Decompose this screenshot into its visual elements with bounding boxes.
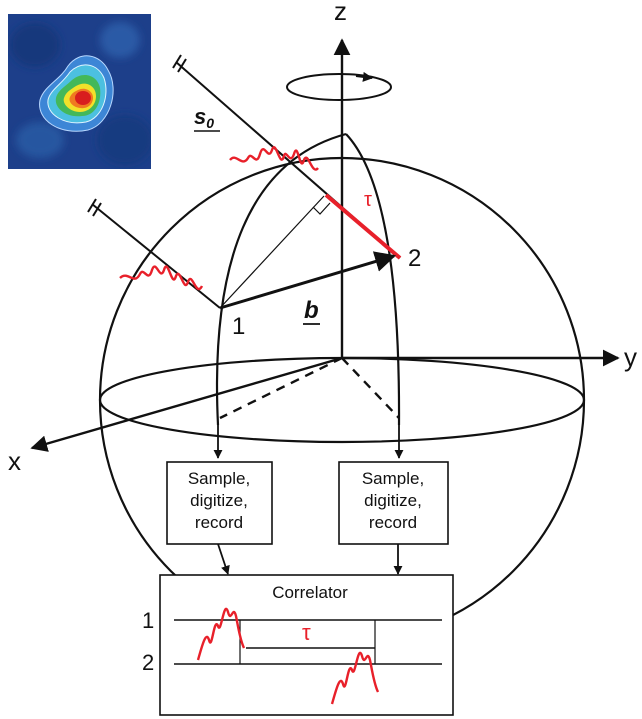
rotation-arrow-icon <box>286 71 392 101</box>
correlator-title: Correlator <box>272 583 348 602</box>
recorder-box-1-line-2: digitize, <box>190 491 248 510</box>
ray-to-antenna-1 <box>91 203 221 309</box>
recorder-box-2-line-1: Sample, <box>362 469 424 488</box>
signal-waveforms <box>119 146 319 290</box>
projection-lines <box>219 356 400 420</box>
source-vector-label: s0 <box>194 104 214 131</box>
antenna-1-label: 1 <box>232 313 245 340</box>
baseline-vector <box>219 251 397 310</box>
source-intensity-map-inset <box>8 14 151 169</box>
recorder-box-1: Sample, digitize, record <box>166 461 273 545</box>
equator-back <box>98 356 586 401</box>
perpendicular-line <box>219 195 325 309</box>
signal-path-arrows <box>213 425 404 575</box>
meridian-antenna-2 <box>345 133 401 426</box>
meridian-antenna-1 <box>215 132 347 426</box>
signal-waveform-upper <box>229 146 319 171</box>
y-axis-label: y <box>624 342 637 372</box>
source-vector-subscript: 0 <box>206 115 214 131</box>
correlator-row-2-label: 2 <box>142 650 154 675</box>
recorder-box-1-line-3: record <box>195 513 243 532</box>
recorder-box-2-line-3: record <box>369 513 417 532</box>
correlator-signal-1 <box>196 607 246 661</box>
x-axis <box>30 356 343 452</box>
recorder-box-2: Sample, digitize, record <box>338 461 449 545</box>
source-vector-symbol: s <box>194 104 206 129</box>
z-axis-label: z <box>334 0 347 26</box>
correlator-box: Correlator τ 1 2 <box>142 574 454 716</box>
antenna-2-label: 2 <box>408 245 421 272</box>
source-intensity-contours <box>39 55 114 132</box>
coordinate-axes <box>30 38 620 452</box>
recorder-box-2-line-2: digitize, <box>364 491 422 510</box>
correlator-signal-2 <box>330 651 380 705</box>
signal-waveform-lower <box>119 265 204 290</box>
correlator-row-1-label: 1 <box>142 608 154 633</box>
x-axis-label: x <box>8 446 21 476</box>
baseline-label: b <box>304 297 319 324</box>
delay-label: τ <box>364 189 372 211</box>
recorder-box-1-line-1: Sample, <box>188 469 250 488</box>
delay-segment <box>324 193 402 260</box>
correlator-delay-label: τ <box>302 620 311 645</box>
